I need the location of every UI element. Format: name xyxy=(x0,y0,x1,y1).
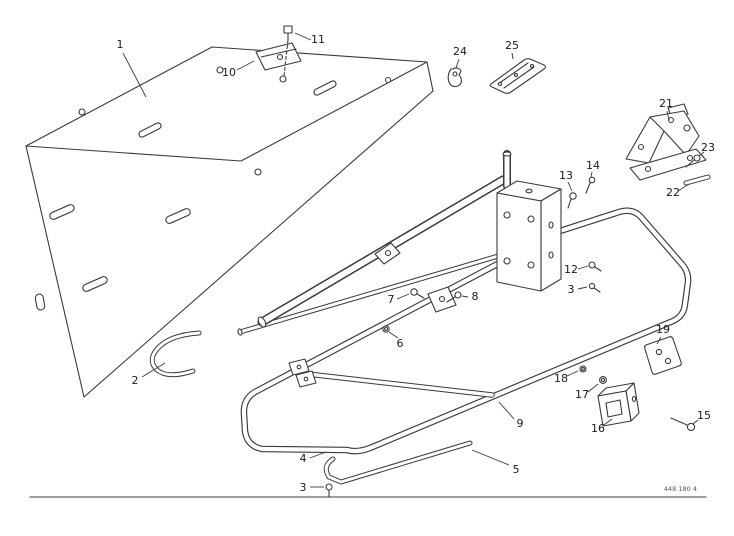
callout-1: 1 xyxy=(117,38,124,51)
support-tube xyxy=(257,150,512,328)
bolt-part3-right xyxy=(588,282,601,293)
mounting-plate xyxy=(496,180,562,292)
callout-19: 19 xyxy=(656,323,670,336)
bolt-part7 xyxy=(410,288,425,299)
bar-part5 xyxy=(323,440,473,485)
callout-9: 9 xyxy=(517,417,524,430)
callout-8: 8 xyxy=(472,290,479,303)
drawing-number: 448 180 4 xyxy=(664,485,697,493)
callout-2: 2 xyxy=(132,374,139,387)
bracket-part21 xyxy=(625,103,707,181)
callout-3-right: 3 xyxy=(568,283,575,296)
callout-17: 17 xyxy=(575,388,589,401)
callout-13: 13 xyxy=(559,169,573,182)
screw-part8 xyxy=(446,291,462,303)
clamp-plate xyxy=(427,286,457,313)
bolt-part11 xyxy=(283,25,293,77)
callout-18: 18 xyxy=(554,372,568,385)
screw-part14 xyxy=(585,176,596,194)
leader-lines xyxy=(122,32,705,488)
rod-part2 xyxy=(149,330,202,378)
callout-23: 23 xyxy=(701,141,715,154)
callout-5: 5 xyxy=(513,463,520,476)
nut-part18 xyxy=(579,365,587,373)
callout-7: 7 xyxy=(388,293,395,306)
plate-part25 xyxy=(489,58,547,94)
clip-part24 xyxy=(447,67,462,88)
bolt-part3-bottom xyxy=(325,483,333,498)
callout-3-bottom: 3 xyxy=(300,481,307,494)
bracket-part16 xyxy=(597,382,640,427)
bolt-part13 xyxy=(567,192,577,209)
callout-labels: 1 2 3 3 4 5 6 7 8 9 10 11 12 13 14 15 16… xyxy=(117,33,716,494)
callout-16: 16 xyxy=(591,422,605,435)
callout-25: 25 xyxy=(505,39,519,52)
plate-part19 xyxy=(644,336,682,375)
washer-part17 xyxy=(599,376,607,384)
bolt-part12 xyxy=(588,261,602,272)
callout-12: 12 xyxy=(564,263,578,276)
bracket-part10 xyxy=(255,42,302,71)
frame-part9 xyxy=(240,207,692,455)
callout-22: 22 xyxy=(666,186,680,199)
cover-panel-part1 xyxy=(25,46,434,398)
callout-24: 24 xyxy=(453,45,467,58)
callout-14: 14 xyxy=(586,159,600,172)
callout-4: 4 xyxy=(300,452,307,465)
bolt-part15 xyxy=(670,417,696,432)
pin-part22 xyxy=(683,174,711,186)
bolt-part23 xyxy=(685,154,701,168)
nut-part6 xyxy=(382,325,390,333)
callout-15: 15 xyxy=(697,409,711,422)
callout-11: 11 xyxy=(311,33,325,46)
callout-6: 6 xyxy=(397,337,404,350)
callout-10: 10 xyxy=(222,66,236,79)
callout-21: 21 xyxy=(659,97,673,110)
